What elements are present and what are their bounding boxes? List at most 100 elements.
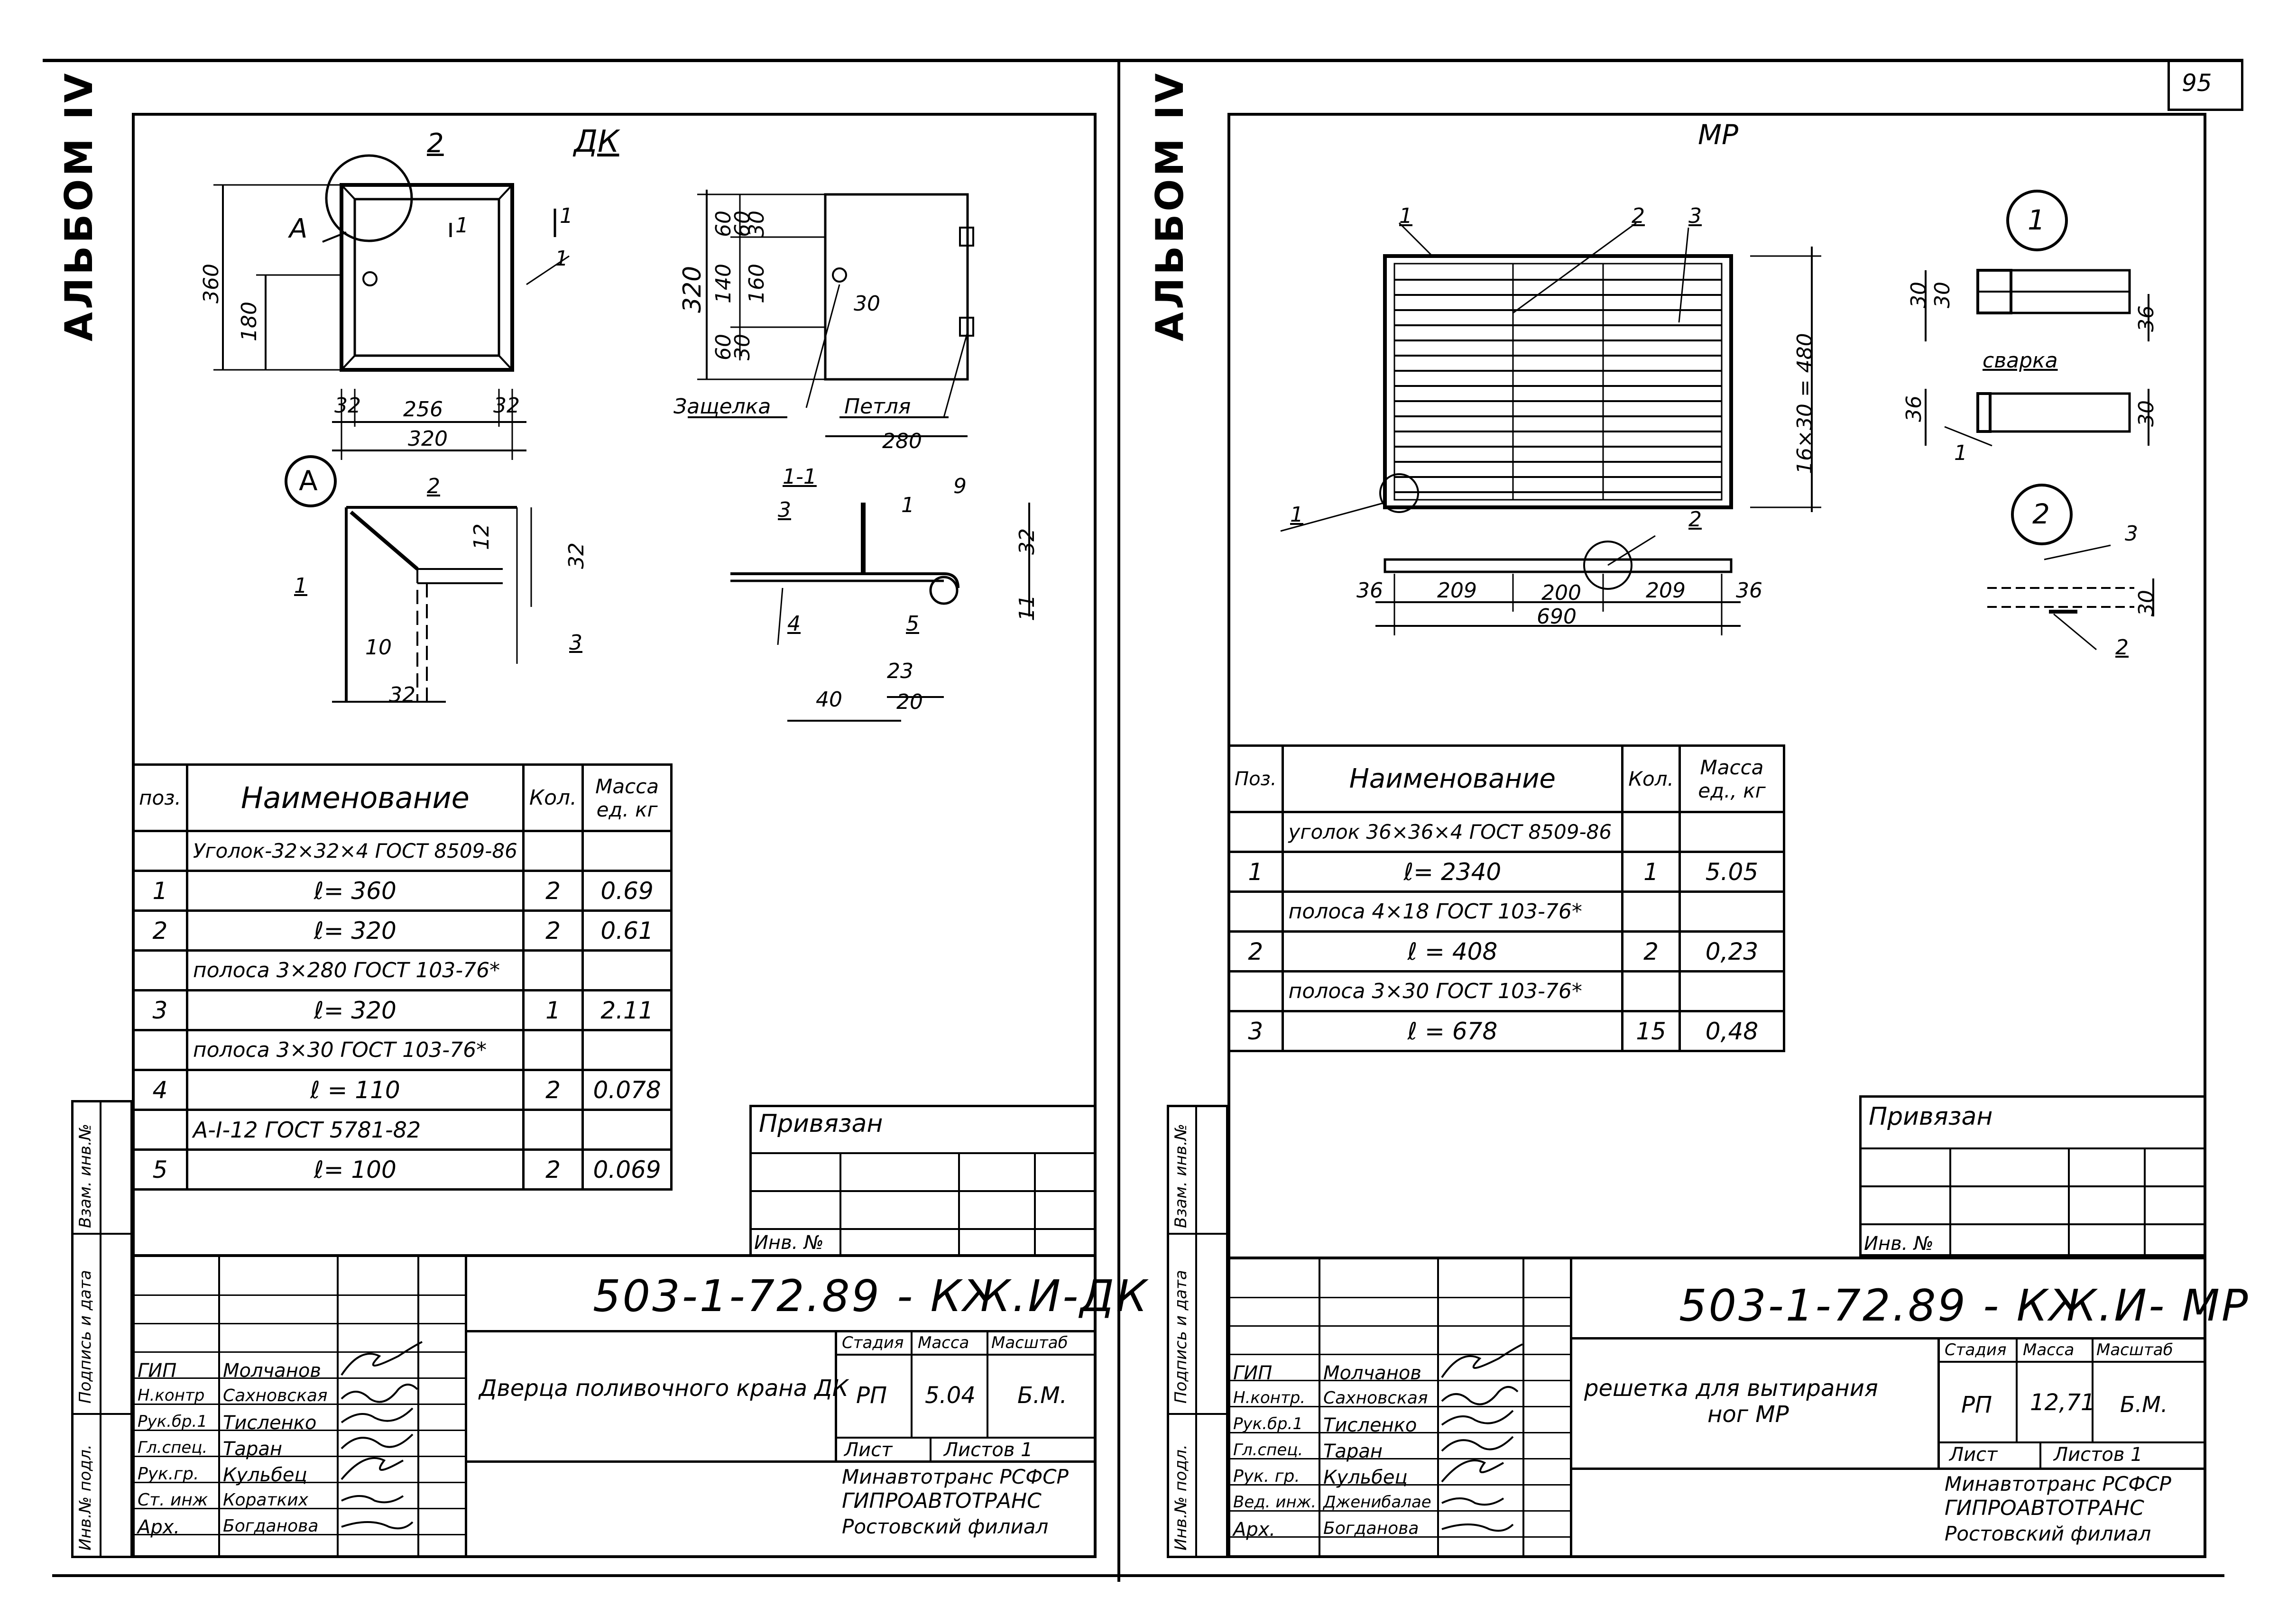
left-role-1: Н.контр: [138, 1386, 205, 1405]
right-dim-690: 690: [1537, 605, 1577, 629]
right-pos-2-detail2: 2: [2115, 635, 2129, 660]
center-divider: [1117, 59, 1120, 1582]
left-spec-table: поз. Наименование Кол. Масса ед. кг Угол…: [132, 763, 673, 1191]
right-mass-head: Масса: [2023, 1340, 2075, 1359]
right-dim-200: 200: [1541, 581, 1581, 605]
right-role-2: Рук.бр.1: [1233, 1414, 1303, 1433]
right-privyazan: Привязан: [1869, 1102, 1993, 1131]
right-dim-36b: 36: [1736, 578, 1762, 603]
right-mass-val: 12,71: [2030, 1389, 2095, 1416]
right-sheets: Листов 1: [2054, 1444, 2143, 1466]
right-detail-2-circle: [2011, 484, 2073, 545]
left-pos-1-front: 1: [555, 247, 568, 271]
left-org-2: Ростовский филиал: [842, 1515, 1049, 1538]
left-name-1: Сахновская: [223, 1386, 328, 1405]
right-name-1: Сахновская: [1323, 1388, 1428, 1408]
left-dim-9: 9: [953, 474, 967, 498]
left-role-2: Рук.бр.1: [138, 1412, 207, 1431]
right-role-6: Арх.: [1233, 1519, 1276, 1541]
right-name-5: Дженибалае: [1323, 1493, 1431, 1512]
left-dim-40: 40: [816, 688, 842, 712]
left-name-4: Кульбец: [223, 1464, 307, 1486]
table-row: Уголок-32×32×4 ГОСТ 8509-86: [132, 830, 673, 872]
right-detail-1-num: 1: [2028, 204, 2045, 236]
left-dim-23: 23: [887, 659, 913, 683]
right-role-5: Вед. инж.: [1233, 1493, 1317, 1512]
left-pos-3-section: 3: [778, 498, 791, 522]
right-name-3: Таран: [1323, 1440, 1383, 1462]
left-view-mark-1a: 1: [455, 213, 469, 238]
left-role-3: Гл.спец.: [138, 1438, 208, 1457]
left-dim-32b: 32: [493, 394, 520, 418]
left-spec-head-mass: Масса ед. кг: [581, 763, 673, 832]
left-dim-32b-detail: 32: [389, 683, 415, 707]
left-role-6: Арх.: [138, 1516, 180, 1538]
left-privyazan: Привязан: [759, 1110, 883, 1138]
left-callout-zashchelka: Защелка: [673, 395, 771, 419]
table-row: полоса 3×30 ГОСТ 103-76*: [1227, 970, 1786, 1012]
left-dim-32a: 32: [334, 394, 361, 418]
left-org-0: Минавтотранс РСФСР: [842, 1465, 1069, 1488]
right-dim-209b: 209: [1646, 578, 1686, 603]
right-stage-head: Стадия: [1945, 1340, 2007, 1359]
left-role-4: Рук.гр.: [138, 1464, 199, 1484]
left-code: 503-1-72.89 - КЖ.И-ДК: [593, 1271, 1149, 1321]
right-org-0: Минавтотранс РСФСР: [1945, 1472, 2171, 1496]
left-name-3: Таран: [223, 1438, 282, 1460]
left-role-0: ГИП: [138, 1360, 177, 1382]
left-scale-val: Б.М.: [1017, 1382, 1067, 1409]
right-spec-table: Поз. Наименование Кол. Масса ед., кг уго…: [1227, 744, 1786, 1052]
left-mass-val: 5.04: [925, 1382, 976, 1409]
right-scale-head: Масштаб: [2096, 1340, 2173, 1359]
right-name-4: Кульбец: [1323, 1467, 1408, 1488]
right-stage-val: РП: [1961, 1392, 1992, 1418]
left-view-mark-1b: 1: [560, 204, 573, 228]
left-sheets: Листов 1: [944, 1439, 1033, 1461]
right-code: 503-1-72.89 - КЖ.И- МР: [1679, 1280, 2250, 1331]
right-role-1: Н.контр.: [1233, 1388, 1306, 1407]
right-org-1: ГИПРОАВТОТРАНС: [1945, 1496, 2144, 1520]
table-row: полоса 4×18 ГОСТ 103-76*: [1227, 890, 1786, 933]
left-pos-1-detail: 1: [294, 574, 307, 598]
left-spec-head-qty: Кол.: [522, 763, 584, 832]
left-detail-a-letter: А: [299, 465, 318, 497]
left-stage-head: Стадия: [842, 1333, 904, 1352]
bottom-rule: [52, 1574, 2224, 1577]
right-drawing-label: МР: [1698, 119, 1739, 151]
left-org-1: ГИПРОАВТОТРАНС: [842, 1489, 1042, 1513]
left-pos-2-top: 2: [427, 128, 444, 159]
left-section-label: 1-1: [783, 465, 817, 489]
right-role-4: Рук. гр.: [1233, 1467, 1300, 1486]
left-dim-20: 20: [896, 690, 923, 714]
page-number: 95: [2182, 69, 2212, 97]
left-pos-5-section: 5: [906, 612, 919, 636]
left-spec-head-pos: поз.: [132, 763, 188, 832]
left-name-6: Богданова: [223, 1516, 319, 1536]
right-pos-1-corner: 1: [1290, 503, 1303, 527]
right-side-strip: [1167, 1105, 1228, 1558]
left-dim-256: 256: [403, 397, 443, 422]
right-title-1: ног МР: [1707, 1401, 1789, 1428]
left-name-5: Коратких: [223, 1490, 308, 1510]
right-detail-2-num: 2: [2032, 498, 2050, 530]
right-scale-val: Б.М.: [2120, 1392, 2168, 1417]
left-pos-2-detail: 2: [427, 474, 440, 498]
left-title: Дверца поливочного крана ДК: [479, 1375, 849, 1402]
right-callout-weld: сварка: [1983, 349, 2058, 373]
left-drawing-label: ДК: [574, 124, 619, 159]
right-detail-1-circle: [2006, 190, 2068, 251]
left-pos-4-section: 4: [787, 612, 801, 636]
right-dim-36a: 36: [1356, 578, 1383, 603]
right-name-6: Богданова: [1323, 1519, 1419, 1538]
left-dim-10: 10: [365, 635, 392, 660]
